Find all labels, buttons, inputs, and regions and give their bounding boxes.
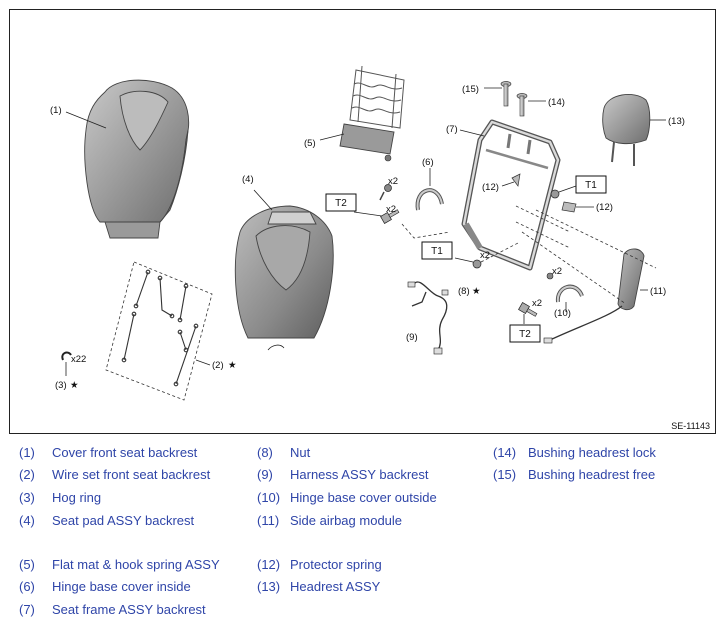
callout-12-right: (12) [596, 202, 613, 213]
callout-12-left: (12) [482, 182, 499, 193]
legend-item-10: (10)Hinge base cover outside [257, 490, 437, 505]
callout-7: (7) [446, 124, 458, 135]
hog-ring [61, 351, 72, 376]
torque-box-t2-lower: T2 [509, 324, 541, 343]
qty-bolt-t2: x2 [386, 204, 396, 215]
legend-item-1: (1)Cover front seat backrest [19, 445, 198, 460]
legend-item-5: (5)Flat mat & hook spring ASSY [19, 557, 220, 572]
callout-9: (9) [406, 332, 418, 343]
harness-assy-backrest [407, 281, 449, 355]
callout-2: (2) [212, 360, 224, 371]
legend-item-12: (12)Protector spring [257, 557, 382, 572]
star-8: ★ [472, 286, 481, 297]
protector-spring [561, 201, 594, 213]
qty-bolt-lower: x2 [532, 298, 542, 309]
callout-14: (14) [548, 97, 565, 108]
callout-4: (4) [242, 174, 254, 185]
legend-item-9: (9)Harness ASSY backrest [257, 467, 429, 482]
torque-box-t2-upper: T2 [325, 193, 357, 212]
svg-text:T2: T2 [519, 329, 531, 340]
legend-item-7: (7)Seat frame ASSY backrest [19, 602, 206, 617]
hinge-base-cover-inside [415, 168, 444, 211]
exploded-parts-diagram: (1) (2) ★ (3) ★ (4) (5) (6) (7) (8) ★ (9… [9, 9, 716, 434]
callout-13: (13) [668, 116, 685, 127]
seat-pad-assy-backrest [234, 189, 334, 351]
torque-box-t1-upper: T1 [575, 175, 607, 194]
hinge-base-cover-outside [546, 272, 584, 312]
legend-item-4: (4)Seat pad ASSY backrest [19, 513, 195, 528]
callout-1: (1) [50, 105, 62, 116]
star-3: ★ [70, 380, 79, 391]
legend-item-3: (3)Hog ring [19, 490, 102, 505]
svg-text:T1: T1 [585, 180, 597, 191]
seat-frame-assy-backrest [459, 119, 561, 271]
qty-hog-ring: x22 [71, 354, 86, 365]
bushing-headrest-free [484, 81, 512, 107]
callout-5: (5) [304, 138, 316, 149]
legend-item-11: (11)Side airbag module [257, 513, 403, 528]
side-airbag-module [521, 209, 657, 344]
callout-8: (8) [458, 286, 470, 297]
parts-legend: (1)Cover front seat backrest (2)Wire set… [0, 438, 727, 626]
svg-text:T2: T2 [335, 198, 347, 209]
bolt-group-t2 [353, 184, 451, 239]
torque-box-t1-lower: T1 [421, 241, 453, 260]
callout-6: (6) [422, 157, 434, 168]
qty-cover-outside: x2 [552, 266, 562, 277]
cover-front-seat-backrest [65, 79, 190, 239]
diagram-canvas: (1) (2) ★ (3) ★ (4) (5) (6) (7) (8) ★ (9… [50, 65, 710, 431]
qty-bolt-upper: x2 [388, 176, 398, 187]
callout-11: (11) [650, 286, 666, 297]
callout-3: (3) [55, 380, 67, 391]
legend-item-13: (13)Headrest ASSY [257, 579, 381, 594]
callout-10: (10) [554, 308, 571, 319]
callout-15: (15) [462, 84, 479, 95]
callout-labels: (1) (2) ★ (3) ★ (4) (5) (6) (7) (8) ★ (9… [50, 84, 685, 391]
legend-item-2: (2)Wire set front seat backrest [19, 467, 211, 482]
quantity-labels: x22 x2 x2 x2 x2 x2 [71, 176, 562, 365]
nut [454, 241, 521, 269]
legend-item-15: (15)Bushing headrest free [493, 467, 656, 482]
flat-mat-hook-spring-assy [319, 65, 405, 162]
nut-t1-upper [515, 185, 577, 249]
bushing-headrest-lock [516, 93, 546, 117]
bolt-t2-lower [518, 302, 538, 324]
wire-set-front-seat-backrest [105, 261, 213, 401]
figure-code: SE-11143 [671, 421, 710, 431]
legend-item-6: (6)Hinge base cover inside [19, 579, 191, 594]
svg-text:T1: T1 [431, 246, 443, 257]
qty-nut: x2 [480, 250, 490, 261]
legend-item-14: (14)Bushing headrest lock [493, 445, 656, 460]
star-2: ★ [228, 360, 237, 371]
headrest-assy [602, 93, 666, 166]
legend-item-8: (8)Nut [257, 445, 311, 460]
